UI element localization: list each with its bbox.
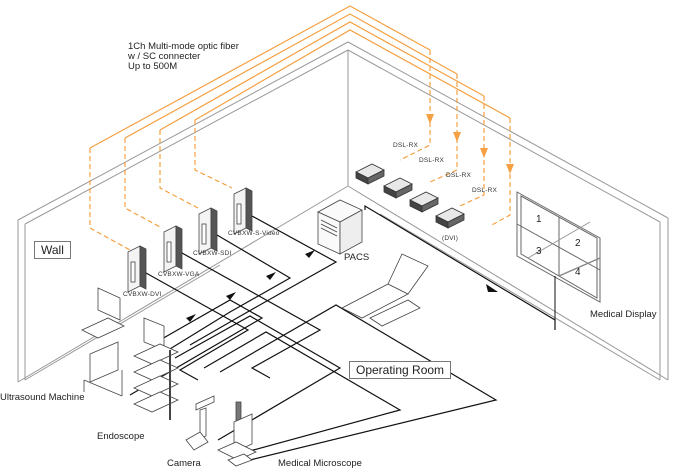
fiber-dashed — [89, 50, 511, 251]
arrow-icon — [305, 250, 315, 258]
cables — [129, 204, 556, 461]
operating-room-label: Operating Room — [349, 361, 452, 379]
arrow-icon — [226, 292, 236, 300]
fiber-line-1 — [89, 5, 431, 149]
medical-display-label: Medical Display — [590, 309, 657, 320]
receiver-4 — [435, 207, 465, 229]
fiber-note-line2: w / SC connecter — [128, 51, 201, 62]
endoscope-cart — [133, 317, 179, 420]
arrow-icon — [480, 148, 488, 158]
receiver-label-2: DSL-RX — [419, 157, 445, 164]
fiber-note-line3: Up to 500M — [128, 61, 178, 72]
arrow-icon — [453, 132, 461, 142]
transmitter-devices — [127, 187, 253, 293]
transmitter-svideo — [233, 187, 253, 235]
fiber-note-line1: 1Ch Multi-mode optic fiber — [128, 41, 239, 52]
microscope-device — [217, 401, 257, 467]
receiver-devices — [355, 163, 465, 229]
pacs-server — [317, 199, 363, 255]
endoscope-label: Endoscope — [97, 431, 145, 442]
pacs-label: PACS — [344, 252, 370, 263]
arrow-icon — [186, 314, 196, 322]
fiber-line-2 — [124, 13, 458, 139]
transmitter-label-vga: CVBXW-VGA — [158, 271, 200, 278]
arrow-icon — [506, 164, 514, 174]
receiver-label-4: DSL-RX — [472, 187, 498, 194]
transmitter-dvi — [127, 245, 147, 293]
operating-table — [341, 253, 429, 327]
arrow-icon — [426, 114, 434, 124]
display-panel-3: 3 — [536, 246, 542, 257]
display-panel-2: 2 — [575, 238, 581, 249]
display-panel-4: 4 — [575, 267, 581, 278]
ultrasound-machine — [81, 287, 125, 397]
transmitter-label-dvi: CVBXW-DVI — [123, 291, 162, 298]
fiber-line-3 — [159, 21, 485, 131]
arrow-icon — [486, 284, 498, 292]
receiver-3 — [409, 191, 439, 213]
arrow-icon — [266, 272, 276, 280]
medical-display — [516, 191, 601, 330]
camera-device — [185, 395, 215, 451]
display-panel-1: 1 — [536, 214, 542, 225]
camera-label: Camera — [167, 458, 201, 469]
transmitter-vga — [163, 225, 183, 273]
wall-outlines — [17, 41, 669, 383]
wall-label: Wall — [34, 241, 71, 259]
receiver-1 — [355, 163, 385, 185]
fiber-line-4 — [194, 29, 511, 121]
receiver-dvi-note: (DVI) — [442, 235, 459, 242]
fiber-lines — [89, 5, 511, 149]
transmitter-sdi — [198, 207, 218, 255]
receiver-label-3: DSL-RX — [446, 172, 472, 179]
receiver-2 — [383, 177, 413, 199]
fiber-arrowheads — [426, 114, 514, 174]
transmitter-label-svideo: CVBXW-S-Video — [228, 230, 280, 237]
transmitter-label-sdi: CVBXW-SDI — [193, 250, 232, 257]
ultrasound-machine-label: Ultrasound Machine — [0, 392, 85, 403]
receiver-label-1: DSL-RX — [393, 142, 419, 149]
cable-arrowheads — [186, 250, 498, 322]
medical-microscope-label: Medical Microscope — [278, 458, 362, 469]
